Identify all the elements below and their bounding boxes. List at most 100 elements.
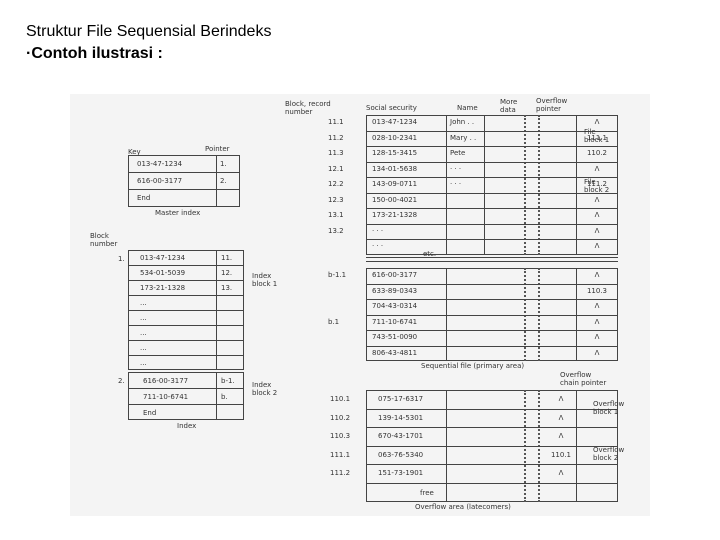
row-divider [366,239,618,240]
seq-ssn: · · · [372,226,384,235]
seq-record-number: 12.3 [328,195,344,204]
seq-overflow-pointer: 110.2 [586,149,608,157]
row-divider [128,265,244,266]
overflow-record-number: 110.3 [330,432,351,440]
row-divider [366,314,618,316]
row-divider [366,299,618,300]
overflow-block1-label: Overflow block 1 [593,400,625,416]
index-key: ... [140,329,147,337]
seq-ssn: · · · [372,242,384,250]
row-divider [366,408,618,410]
column-divider [216,372,217,420]
row-divider [128,295,244,296]
seq-name-header: Name [457,104,478,112]
index-key: 173-21-1328 [140,284,186,292]
seq-more-data-header: More data [500,98,518,114]
seq-record-number: 12.1 [328,164,344,173]
seq-ssn: 711-10-6741 [372,317,418,326]
overflow-area-caption: Overflow area (latecomers) [415,503,511,511]
row-divider [128,355,244,356]
overflow-record-number: 111.1 [330,450,351,459]
index-pointer: 12. [221,269,233,277]
overflow-free-label: free [420,488,434,497]
seq-overflow-pointer: Λ [594,333,600,341]
seq-overflow-pointer-header: Overflow pointer [536,97,568,113]
seq-overflow-pointer: Λ [594,195,600,204]
row-divider [128,280,244,281]
seq-record-number: 12.2 [328,180,344,188]
master-index-pointer: 1. [220,160,227,168]
seq-overflow-pointer: Λ [594,271,600,279]
file-block1-label: File block 1 [584,128,610,144]
master-index-key: End [137,194,151,202]
seq-overflow-pointer: 110.3 [586,286,608,295]
index-key: ... [140,359,147,367]
index-block2-label: Index block 2 [252,381,278,397]
index-key: ... [140,314,147,322]
row-divider [128,404,244,405]
seq-record-number: 13.1 [328,211,344,219]
index-key: 616-00-3177 [143,377,189,385]
seq-name: · · · [450,164,462,173]
overflow-record-number: 110.2 [330,413,351,422]
row-divider [128,189,240,190]
page-subtitle: ·Contoh ilustrasi : [26,45,163,62]
seq-overflow-pointer: Λ [594,242,600,250]
index-pointer: b-1. [221,377,235,385]
overflow-chain-pointer: Λ [558,432,564,440]
seq-ssn-header: Social security [366,104,417,112]
overflow-chain-pointer: Λ [558,469,564,477]
index-key: End [143,409,157,417]
seq-record-number: 11.3 [328,149,344,157]
master-index-pointer-header: Pointer [205,145,230,153]
torn-edge [524,115,526,255]
row-divider [366,283,618,285]
row-divider [366,345,618,347]
master-index-key: 013-47-1234 [137,160,183,168]
seq-ssn: 150-00-4021 [372,195,418,204]
seq-ssn: 633-89-0343 [372,286,418,295]
seq-overflow-pointer: Λ [594,118,600,126]
seq-name: John . . [450,118,475,126]
index-pointer: b. [221,393,228,401]
index-block2-number: 2. [118,377,125,385]
overflow-ssn: 075-17-6317 [378,395,424,403]
sequential-file-caption: Sequential file (primary area) [421,362,525,370]
row-divider [366,330,618,331]
overflow-ssn: 063-76-5340 [378,450,424,459]
row-divider [366,130,618,132]
section-divider [366,257,618,258]
seq-name: Mary . . [450,133,477,142]
index-pointer: 11. [221,254,233,262]
row-divider [366,482,618,484]
seq-overflow-pointer: Λ [594,317,600,326]
row-divider [366,464,618,465]
sequential-block1-table [366,115,618,255]
overflow-chain-pointer-header: Overflow chain pointer [560,371,607,387]
row-divider [366,445,618,447]
overflow-ssn: 139-14-5301 [378,413,424,422]
seq-ssn: 616-00-3177 [372,271,418,279]
index-key: 534-01-5039 [140,269,186,277]
seq-record-number: 13.2 [328,226,344,235]
sequential-etc: etc. [423,250,437,258]
index-key: ... [140,344,147,352]
seq-name: · · · [450,180,462,188]
seq-overflow-pointer: Λ [594,226,600,235]
row-divider [366,208,618,209]
master-index-caption: Master index [155,209,201,217]
seq-record-number: b.1 [328,317,340,326]
row-divider [128,172,240,173]
seq-overflow-pointer: 111.1 [586,133,608,142]
seq-ssn: 806-43-4811 [372,348,418,357]
row-divider [366,223,618,225]
overflow-record-number: 110.1 [330,395,351,403]
overflow-ssn: 151-73-1901 [378,469,424,477]
row-divider [366,177,618,178]
master-index-key: 616-00-3177 [137,177,183,185]
overflow-ssn: 670-43-1701 [378,432,424,440]
seq-ssn: 128-15-3415 [372,149,418,157]
seq-overflow-pointer: Λ [594,164,600,173]
seq-ssn: 134-01-5638 [372,164,418,173]
column-divider [576,115,577,255]
